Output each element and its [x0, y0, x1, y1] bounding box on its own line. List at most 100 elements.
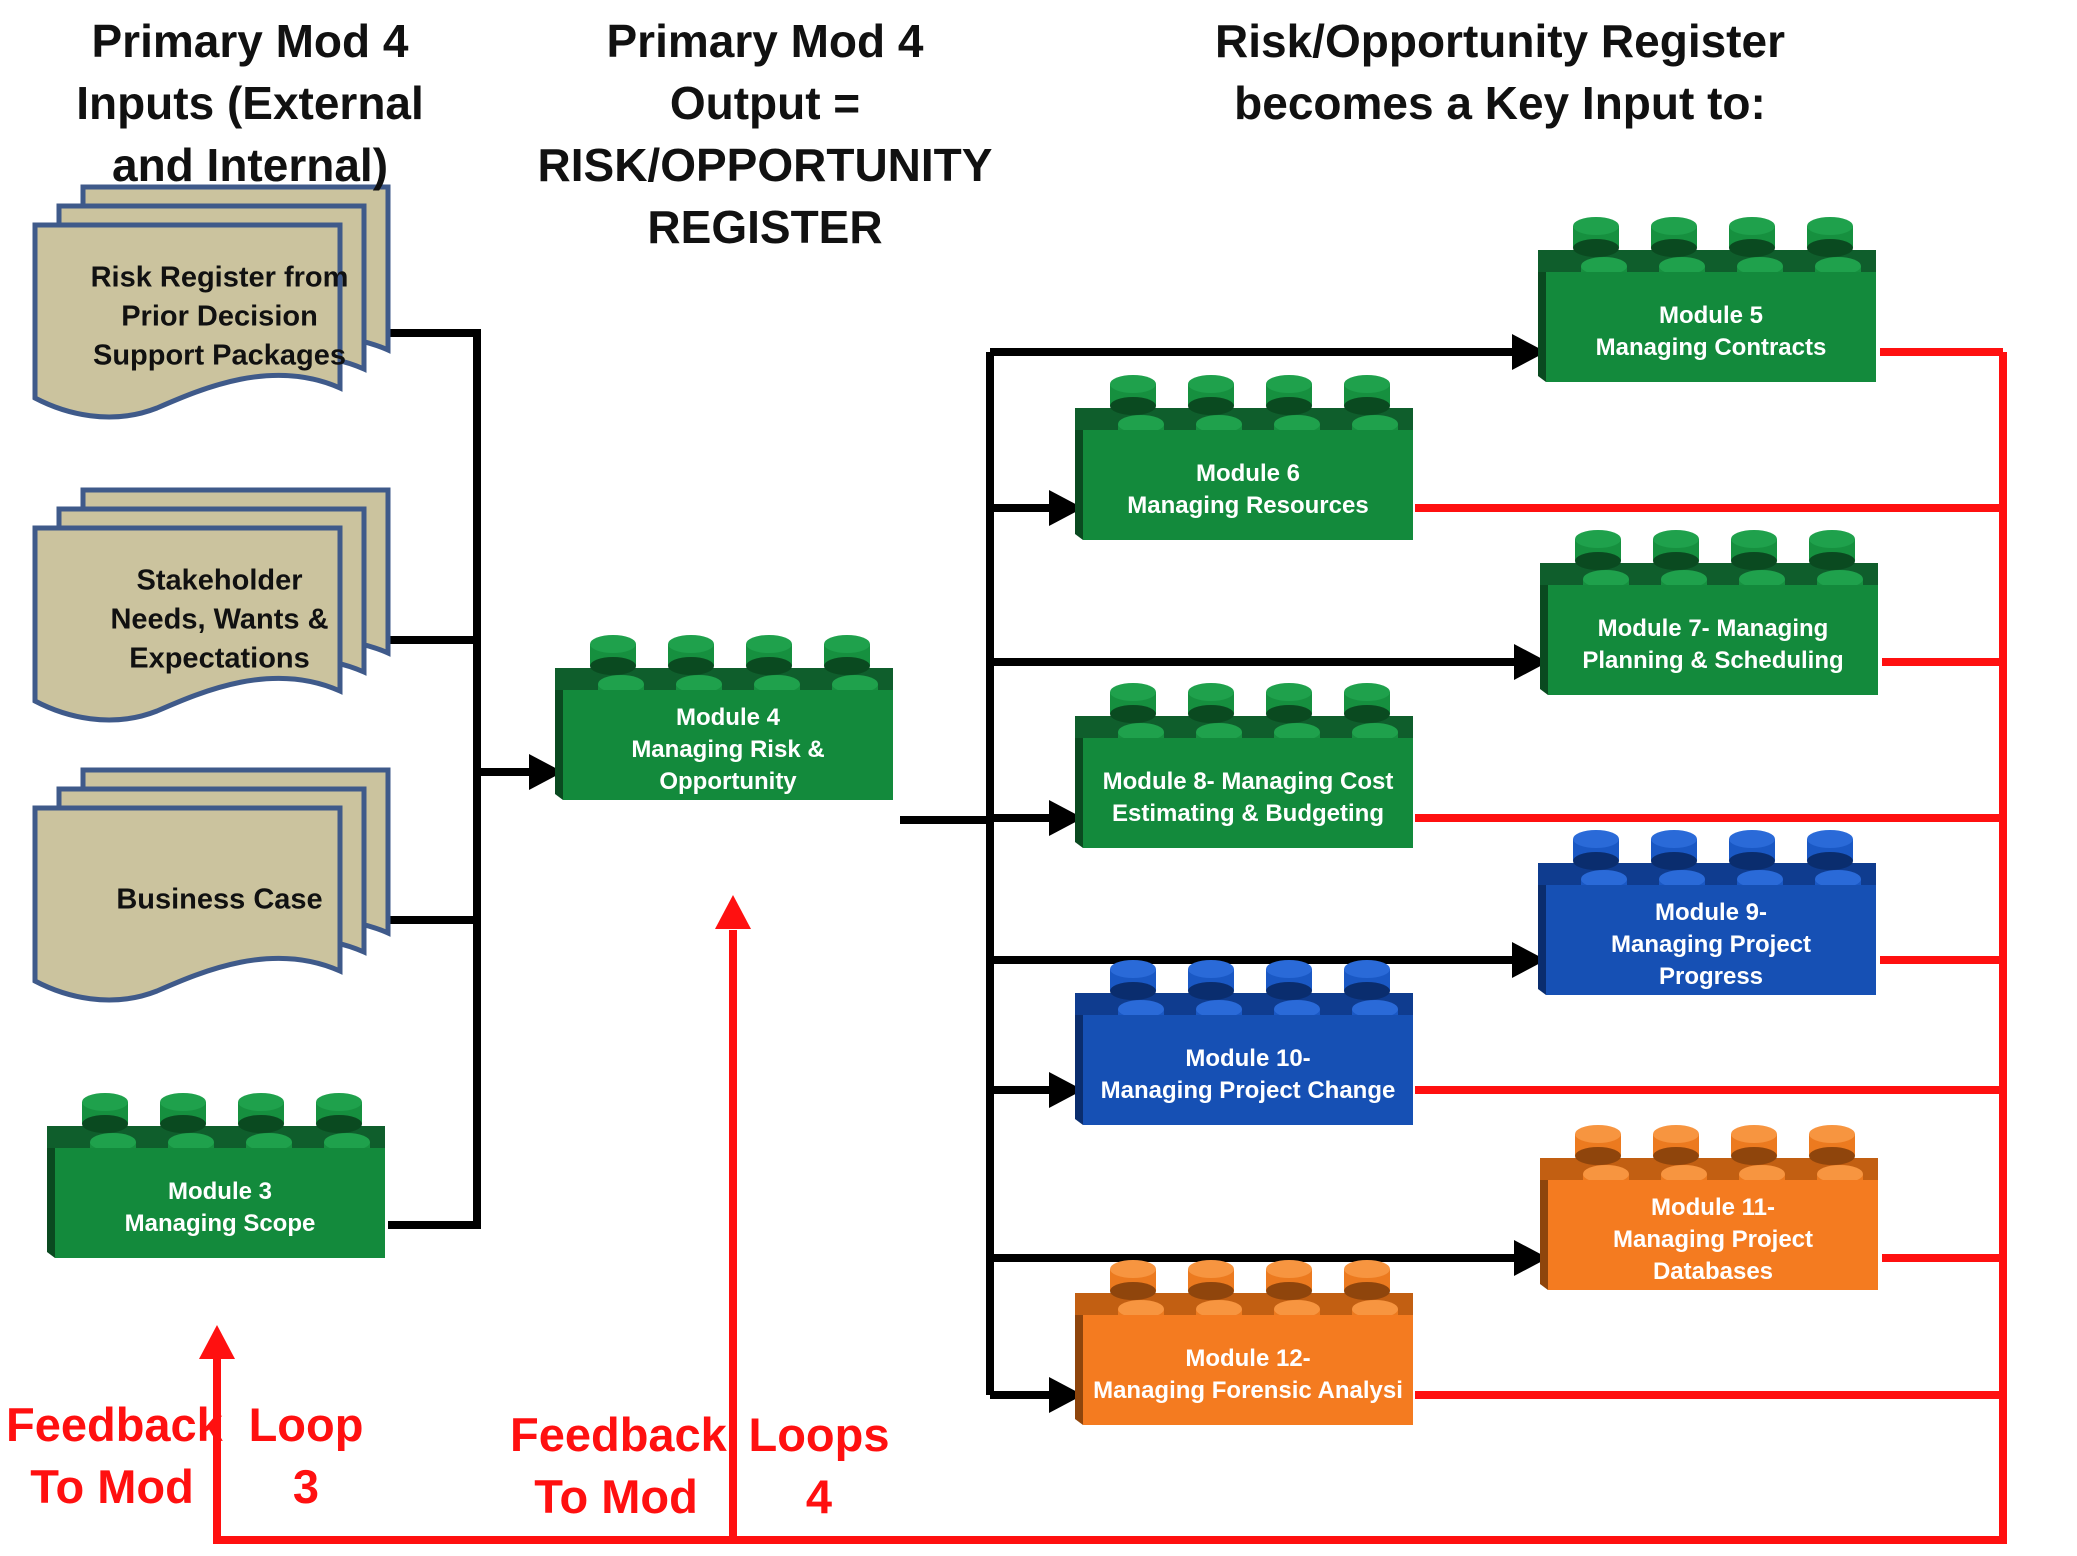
brick-mod11-label-line-2: Managing Project — [1613, 1226, 1813, 1253]
brick-mod9-label-line-3: Progress — [1659, 963, 1763, 990]
brick-mod4-stud-1-2 — [668, 635, 714, 675]
brick-mod10-side — [1075, 1015, 1083, 1125]
brick-mod4-stud-1-1 — [590, 635, 636, 675]
brick-mod4-side — [555, 690, 563, 800]
document-risk-register-label-line-2: Prior Decision — [121, 301, 318, 333]
brick-mod6-stud-1-2 — [1188, 375, 1234, 415]
input-bus-line — [388, 329, 481, 1229]
feedback-mod4-left-line-2: To Mod — [534, 1470, 698, 1523]
brick-mod12-stud-1-3 — [1266, 1260, 1312, 1300]
brick-mod12-stud-1-2 — [1188, 1260, 1234, 1300]
brick-mod10-stud-1-2 — [1188, 960, 1234, 1000]
document-risk-register-label-line-1: Risk Register from — [91, 262, 349, 294]
brick-mod10-stud-1-4 — [1344, 960, 1390, 1000]
feedback-mod4-right: Loops 4 — [744, 1404, 894, 1528]
brick-mod8-stud-1-3 — [1266, 683, 1312, 723]
brick-mod11-stud-1-1 — [1575, 1125, 1621, 1165]
heading-output-line-2: Output = — [669, 77, 861, 129]
brick-mod4-stud-1-4 — [824, 635, 870, 675]
feedback-mod3-left: Feedback To Mod — [6, 1394, 223, 1518]
document-stakeholder-sheet-3 — [32, 525, 343, 723]
brick-mod3-face — [55, 1148, 385, 1258]
input-to-mod4-arrowhead — [529, 754, 563, 790]
output-to-mod11-arrowhead — [1514, 1240, 1548, 1276]
document-business-case-label-line-1: Business Case — [116, 884, 322, 916]
document-stakeholder-label-line-2: Needs, Wants & — [110, 604, 328, 636]
brick-mod5-stud-1-3 — [1729, 217, 1775, 257]
feedback-to-mod3-arrowhead — [199, 1325, 235, 1359]
brick-mod8-stud-1-2 — [1188, 683, 1234, 723]
document-stakeholder-label-line-3: Expectations — [129, 643, 310, 675]
brick-mod12-label-line-1: Module 12- — [1185, 1345, 1310, 1372]
document-stack-business-case: Business Case — [32, 767, 391, 1003]
heading-output-line-1: Primary Mod 4 — [606, 15, 924, 67]
brick-mod3-label-line-1: Module 3 — [168, 1178, 272, 1205]
feedback-mod3-right-line-1: Loop — [248, 1398, 364, 1451]
output-to-mod5-arrowhead — [1512, 334, 1546, 370]
brick-mod5-face — [1546, 272, 1876, 382]
heading-inputs-line-3: and Internal) — [111, 139, 389, 191]
brick-mod11-stud-1-3 — [1731, 1125, 1777, 1165]
brick-mod7-face — [1548, 585, 1878, 695]
brick-mod10-stud-1-1 — [1110, 960, 1156, 1000]
brick-mod8-label-line-1: Module 8- Managing Cost — [1103, 768, 1394, 795]
feedback-mod3-right-line-2: 3 — [292, 1460, 320, 1513]
brick-mod4-stud-1-3 — [746, 635, 792, 675]
brick-mod7-stud-1-4 — [1809, 530, 1855, 570]
brick-mod11-stud-1-2 — [1653, 1125, 1699, 1165]
output-to-mod12-arrowhead — [1049, 1377, 1083, 1413]
brick-mod7-side — [1540, 585, 1548, 695]
brick-mod6-label-line-2: Managing Resources — [1127, 492, 1368, 519]
brick-mod4-label-line-1: Module 4 — [676, 704, 781, 731]
heading-inputs: Primary Mod 4 Inputs (External and Inter… — [40, 10, 460, 196]
brick-mod11-label-line-3: Databases — [1653, 1258, 1773, 1285]
brick-mod3-stud-1-2 — [160, 1093, 206, 1133]
brick-mod11-stud-1-4 — [1809, 1125, 1855, 1165]
brick-mod9-label-line-1: Module 9- — [1655, 899, 1767, 926]
brick-mod5-side — [1538, 272, 1546, 382]
feedback-mod4-left: Feedback To Mod — [510, 1404, 727, 1528]
brick-mod3-side — [47, 1148, 55, 1258]
brick-mod7-stud-1-3 — [1731, 530, 1777, 570]
heading-key-input-line-1: Risk/Opportunity Register — [1215, 15, 1785, 67]
brick-mod5-stud-1-1 — [1573, 217, 1619, 257]
heading-inputs-line-1: Primary Mod 4 — [91, 15, 409, 67]
brick-mod7-stud-1-2 — [1653, 530, 1699, 570]
brick-mod10-label-line-2: Managing Project Change — [1101, 1077, 1396, 1104]
brick-mod5-stud-1-4 — [1807, 217, 1853, 257]
brick-mod12: Module 12-Managing Forensic Analysi — [1075, 1260, 1413, 1425]
brick-mod4-face — [563, 690, 893, 800]
document-stakeholder-label-line-1: Stakeholder — [137, 565, 303, 597]
brick-mod10-label-line-1: Module 10- — [1185, 1045, 1310, 1072]
brick-mod6-stud-1-3 — [1266, 375, 1312, 415]
brick-mod9-stud-1-1 — [1573, 830, 1619, 870]
brick-mod3-stud-1-4 — [316, 1093, 362, 1133]
feedback-mod4-left-line-1: Feedback — [510, 1408, 727, 1461]
brick-mod8-face — [1083, 738, 1413, 848]
brick-mod9-label-line-2: Managing Project — [1611, 931, 1811, 958]
brick-mod5-stud-1-2 — [1651, 217, 1697, 257]
brick-mod6-stud-1-1 — [1110, 375, 1156, 415]
brick-mod10-stud-1-3 — [1266, 960, 1312, 1000]
heading-key-input-line-2: becomes a Key Input to: — [1234, 77, 1766, 129]
brick-mod7-stud-1-1 — [1575, 530, 1621, 570]
feedback-return-main-line — [213, 352, 2007, 1544]
brick-mod11-face — [1548, 1180, 1878, 1290]
brick-mod7-label-line-1: Module 7- Managing — [1598, 615, 1829, 642]
brick-mod12-side — [1075, 1315, 1083, 1425]
connector-lines — [199, 329, 2007, 1544]
output-to-mod10-arrowhead — [1049, 1072, 1083, 1108]
heading-output: Primary Mod 4 Output = RISK/OPPORTUNITY … — [520, 10, 1010, 258]
feedback-mod3-left-line-1: Feedback — [6, 1398, 223, 1451]
output-to-mod7-arrowhead — [1514, 644, 1548, 680]
brick-mod9-stud-1-3 — [1729, 830, 1775, 870]
